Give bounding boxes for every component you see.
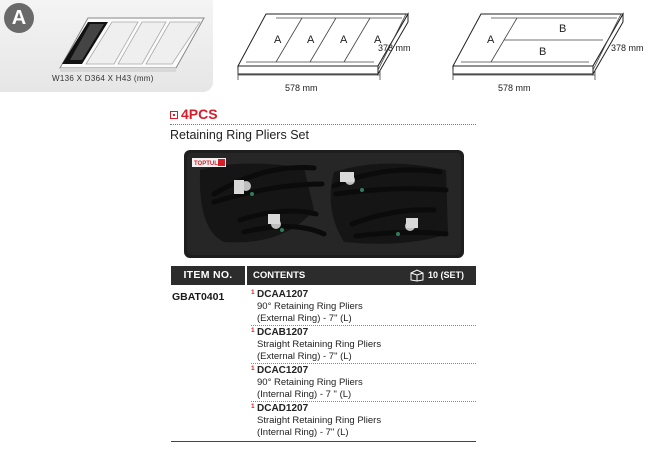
part-description-detail: (Internal Ring) - 7" (L): [257, 427, 349, 438]
headline-divider: [170, 124, 476, 125]
part-code: DCAC1207: [257, 365, 309, 376]
tray1-slot-label: A: [340, 34, 348, 46]
pcs-square-icon: [170, 111, 178, 119]
row-index: 1: [251, 365, 255, 372]
tray2-depth-arrow: [592, 13, 622, 71]
table-bottom-rule: [171, 441, 476, 442]
part-description-detail: (Internal Ring) - 7 " (L): [257, 389, 352, 400]
part-description: 90° Retaining Ring Pliers: [257, 377, 363, 388]
tray1-slot-label: A: [307, 34, 315, 46]
row-divider: [251, 401, 476, 402]
module-tray-diagram: [59, 17, 205, 72]
box-icon: [410, 269, 424, 282]
set-title: Retaining Ring Pliers Set: [170, 128, 309, 142]
part-code: DCAB1207: [257, 327, 309, 338]
row-divider: [251, 325, 476, 326]
tray2-slot-label: B: [559, 23, 566, 35]
piece-count: 4PCS: [181, 106, 218, 122]
row-index: 1: [251, 327, 255, 334]
tray1-width-label: 578 mm: [285, 83, 318, 93]
contents-header: CONTENTS 10 (SET): [247, 266, 476, 285]
set-quantity: 10 (SET): [428, 270, 465, 280]
part-description-detail: (External Ring) - 7" (L): [257, 351, 352, 362]
row-divider: [251, 363, 476, 364]
tray-photo: TOPTUL: [184, 150, 464, 258]
part-description-detail: (External Ring) - 7" (L): [257, 313, 352, 324]
part-description: 90° Retaining Ring Pliers: [257, 301, 363, 312]
tray1-depth-label: 378 mm: [378, 43, 411, 53]
row-index: 1: [251, 289, 255, 296]
tray2-slot-label: A: [487, 34, 495, 46]
tray2-depth-label: 378 mm: [611, 43, 644, 53]
item-number-header: ITEM NO.: [171, 266, 245, 285]
tray2-width-label: 578 mm: [498, 83, 531, 93]
tray2-slot-label: B: [539, 46, 546, 58]
tray1-slot-label: A: [274, 34, 282, 46]
tray-diagram-1: A A A A: [237, 12, 409, 76]
part-code: DCAD1207: [257, 403, 309, 414]
item-number: GBAT0401: [172, 291, 225, 303]
tray1-depth-arrow: [377, 13, 407, 71]
module-dimensions: W136 X D364 X H43 (mm): [52, 74, 154, 83]
part-code: DCAA1207: [257, 289, 309, 300]
part-description: Straight Retaining Ring Pliers: [257, 339, 382, 350]
module-panel: A W136 X D364 X H43 (mm): [0, 0, 213, 92]
tray1-width-arrow: [237, 70, 381, 80]
part-description: Straight Retaining Ring Pliers: [257, 415, 382, 426]
tray2-width-arrow: [452, 70, 596, 80]
row-index: 1: [251, 403, 255, 410]
module-badge: A: [4, 3, 34, 33]
contents-label: CONTENTS: [253, 270, 306, 281]
tray-brand: TOPTUL: [194, 161, 218, 167]
tray-diagram-2: A B B: [452, 12, 624, 76]
tray1-slot-label: A: [374, 34, 382, 46]
